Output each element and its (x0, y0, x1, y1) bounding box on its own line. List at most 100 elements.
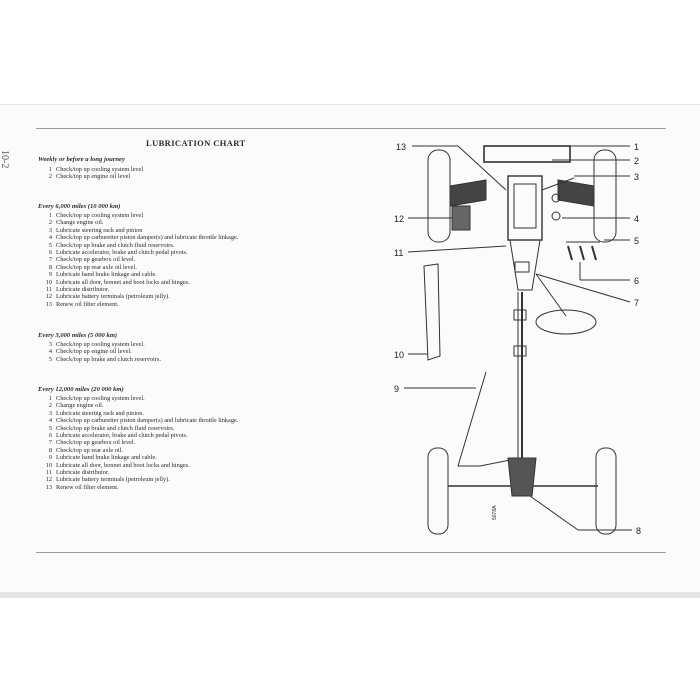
front-right-wheel (593, 149, 617, 243)
item-number: 10 (45, 278, 52, 286)
item-number: 1 (48, 212, 52, 219)
callout-label: 5 (634, 236, 639, 246)
list-item: 7 Check/top up gearbox oil level. (40, 439, 238, 446)
list-item: 9 Lubricate hand brake linkage and cable. (40, 454, 238, 461)
list-item: 1 Check/top up cooling system level (40, 166, 143, 173)
item-text: Lubricate distributor. (56, 286, 110, 294)
figure-code: 5078A (492, 505, 498, 520)
section-heading: Every 12,000 miles (20 000 km) (38, 386, 124, 393)
callout-label: 10 (394, 350, 404, 360)
item-text: Check/top up rear axle oil. (56, 446, 123, 454)
callout-label: 12 (394, 214, 404, 224)
header-rule (36, 128, 666, 129)
item-text: Check/top up carburetter piston damper(s… (56, 234, 239, 242)
item-number: 13 (45, 300, 52, 308)
item-number: 2 (48, 219, 52, 227)
item-text: Lubricate steering rack and pinion. (56, 409, 144, 417)
item-number: 7 (48, 439, 52, 447)
pedals (567, 245, 597, 261)
item-text: Lubricate accelerator, brake and clutch … (56, 432, 188, 440)
callout-label: 2 (634, 156, 639, 166)
callout-label: 6 (634, 276, 639, 286)
reservoir-top (551, 193, 561, 203)
section-list: 1 Check/top up cooling system level. 2 Cha… (40, 395, 239, 491)
item-number: 2 (48, 402, 52, 410)
item-text: Check/top up brake and clutch fluid rese… (56, 241, 175, 249)
item-text: Check/top up cooling system level (56, 166, 144, 173)
item-number: 5 (48, 241, 52, 249)
list-item: 6 Lubricate accelerator, brake and clutch… (40, 432, 238, 439)
item-text: Lubricate hand brake linkage and cable. (56, 271, 157, 279)
item-number: 3 (48, 341, 52, 348)
item-number: 2 (48, 173, 52, 181)
list-item: 11 Lubricate distributor. (40, 286, 238, 293)
callout-label: 11 (394, 248, 403, 258)
list-item: 2 Change engine oil. (40, 219, 238, 226)
item-number: 13 (45, 483, 52, 491)
item-text: Check/top up gearbox oil level. (56, 439, 136, 447)
item-number: 4 (48, 348, 52, 356)
item-text: Check/top up cooling system level. (56, 395, 145, 402)
list-item: 12 Lubricate battery terminals (petroleum… (40, 476, 238, 483)
handbrake-cable (457, 371, 521, 467)
item-number: 6 (48, 432, 52, 440)
list-item: 3 Check/top up cooling system level. (40, 341, 161, 348)
engine-block (507, 175, 543, 241)
item-text: Check/top up carburetter piston damper(s… (56, 417, 239, 425)
list-item: 4 Check/top up engine oil level. (40, 348, 161, 355)
steering-wheel (535, 309, 597, 335)
item-text: Check/top up gearbox oil level. (56, 256, 136, 264)
item-number: 5 (48, 355, 52, 363)
item-text: Change engine oil. (56, 402, 104, 410)
callout-label: 3 (634, 172, 639, 182)
item-number: 1 (48, 166, 52, 173)
item-number: 8 (48, 263, 52, 271)
item-text: Check/top up cooling system level (56, 212, 144, 219)
item-text: Check/top up brake and clutch reservoirs… (56, 355, 161, 363)
item-number: 11 (45, 286, 52, 294)
item-number: 12 (45, 293, 52, 301)
rear-left-wheel (427, 447, 449, 535)
section-heading: Weekly or before a long journey (38, 156, 125, 163)
item-number: 12 (45, 476, 52, 484)
callout-label: 1 (634, 142, 639, 152)
chassis-diagram: 13 1 2 3 4 5 6 7 12 11 10 9 8 5078A (394, 142, 641, 536)
list-item: 12 Lubricate battery terminals (petroleum… (40, 293, 238, 300)
section-heading: Every 6,000 miles (10 000 km) (38, 203, 121, 210)
battery (451, 205, 471, 231)
callout-label: 13 (396, 142, 406, 152)
item-number: 1 (48, 395, 52, 402)
callout-label: 9 (394, 384, 399, 394)
item-text: Lubricate hand brake linkage and cable. (56, 454, 157, 462)
item-text: Lubricate battery terminals (petroleum j… (56, 293, 170, 301)
item-number: 9 (48, 454, 52, 462)
item-text: Check/top up engine oil level. (56, 348, 132, 356)
item-text: Check/top up brake and clutch fluid rese… (56, 424, 175, 432)
callout-label: 8 (636, 526, 641, 536)
item-text: Lubricate battery terminals (petroleum j… (56, 476, 170, 484)
item-text: Check/top up cooling system level. (56, 341, 145, 348)
item-text: Change engine oil. (56, 219, 104, 227)
page-number: 10-2 (0, 150, 10, 169)
list-item: 5 Check/top up brake and clutch fluid res… (40, 242, 238, 249)
item-text: Lubricate steering rack and pinion (56, 226, 143, 234)
front-left-wheel (427, 149, 451, 243)
gearbox (509, 239, 541, 291)
section-list: 1 Check/top up cooling system level 2 Chan… (40, 212, 239, 308)
item-text: Lubricate distributor. (56, 469, 110, 477)
item-number: 6 (48, 249, 52, 257)
rear-right-wheel (595, 447, 617, 535)
